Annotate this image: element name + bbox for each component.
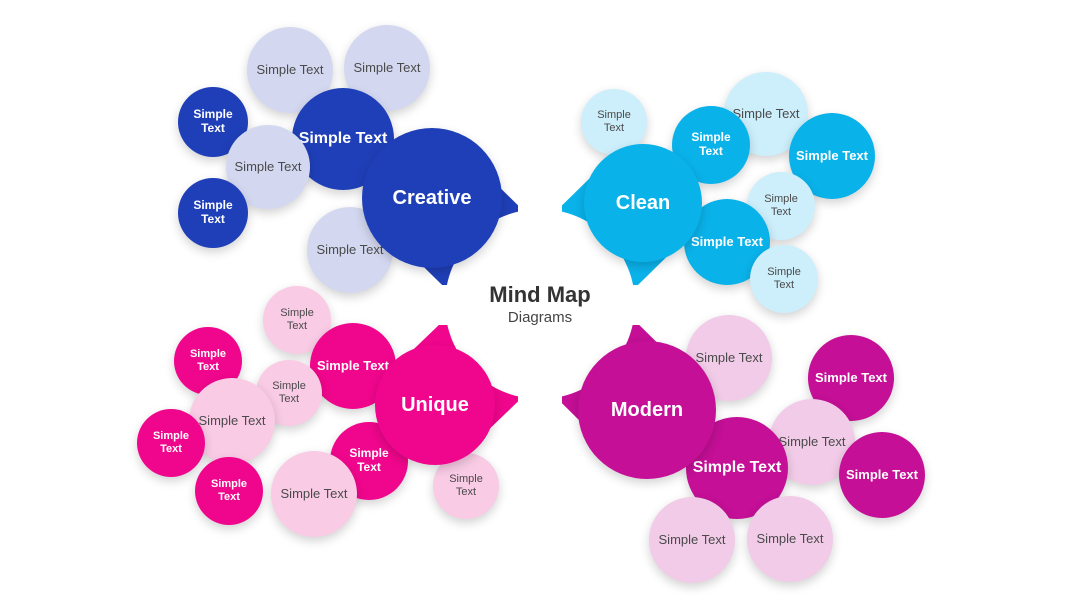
modern-hub-bubble-label: Modern (610, 398, 684, 421)
creative-node: Simple Text (178, 178, 248, 248)
unique-node: Simple Text (195, 457, 263, 525)
clean-node-label: Simple Text (795, 147, 868, 163)
creative-node-label: Simple Text (256, 61, 324, 77)
clean-node-label: Simple Text (764, 193, 798, 218)
modern-node-label: Simple Text (756, 530, 824, 546)
unique-node: Simple Text (137, 409, 205, 477)
unique-node-label: Simple Text (198, 412, 266, 428)
modern-node: Simple Text (839, 432, 925, 518)
creative-node-label: Simple Text (298, 129, 388, 147)
creative-node-label: Simple Text (234, 158, 302, 174)
modern-node-label: Simple Text (778, 433, 846, 449)
unique-node-label: Simple Text (152, 430, 190, 455)
unique-node-label: Simple Text (316, 357, 389, 373)
unique-node-label: Simple Text (449, 473, 483, 498)
clean-node-label: Simple Text (732, 105, 800, 121)
clean-node: Simple Text (672, 106, 750, 184)
creative-node: Simple Text (292, 88, 394, 190)
clean-node-label: Simple Text (767, 266, 801, 291)
modern-node: Simple Text (747, 496, 833, 582)
unique-node: Simple Text (271, 451, 357, 537)
creative-node-label: Simple Text (193, 198, 233, 226)
modern-node-label: Simple Text (845, 466, 918, 482)
creative-node-label: Simple Text (353, 59, 421, 75)
unique-node-label: Simple Text (210, 478, 248, 503)
modern-node-label: Simple Text (814, 369, 887, 385)
clean-node-label: Simple Text (691, 130, 731, 158)
unique-hub-bubble: Unique (375, 345, 495, 465)
center-subtitle: Diagrams (507, 309, 573, 326)
modern-node-label: Simple Text (658, 531, 726, 547)
clean-node-label: Simple Text (597, 109, 631, 134)
creative-hub-bubble-label: Creative (392, 186, 472, 209)
modern-node: Simple Text (649, 497, 735, 583)
unique-node-label: Simple Text (349, 446, 389, 474)
unique-node-label: Simple Text (280, 485, 348, 501)
modern-hub-bubble: Modern (578, 341, 716, 479)
creative-hub-bubble: Creative (362, 128, 502, 268)
clean-hub-bubble-label: Clean (615, 191, 671, 214)
unique-node-label: Simple Text (272, 380, 306, 405)
creative-node-label: Simple Text (316, 241, 384, 257)
clean-node-label: Simple Text (690, 233, 763, 249)
modern-node-label: Simple Text (695, 349, 763, 365)
center-title: Mind Map (489, 282, 591, 307)
clean-node: Simple Text (750, 245, 818, 313)
creative-node: Simple Text (178, 87, 248, 157)
unique-node: Simple Text (433, 453, 499, 519)
clean-hub-bubble: Clean (584, 144, 702, 262)
unique-node-label: Simple Text (280, 307, 314, 332)
unique-node-label: Simple Text (189, 348, 227, 373)
modern-node-label: Simple Text (692, 458, 782, 476)
creative-node-label: Simple Text (193, 107, 233, 135)
unique-hub-bubble-label: Unique (401, 393, 469, 416)
center-hub-face (447, 211, 633, 397)
